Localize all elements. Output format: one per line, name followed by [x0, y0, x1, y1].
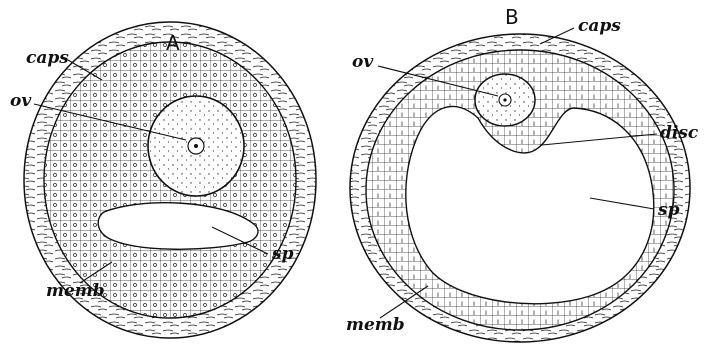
panel-a: A caps ov sp memb [10, 22, 316, 338]
panel-b-nucleolus [503, 98, 506, 101]
panel-a-label-sp: sp [271, 244, 294, 264]
panel-a-nucleolus [194, 144, 198, 148]
panel-b-title: B [505, 5, 519, 29]
panel-a-label-ov: ov [10, 91, 32, 111]
panel-b-label-memb: memb [346, 315, 405, 335]
panel-a-label-caps: caps [26, 48, 69, 68]
panel-b-label-caps: caps [578, 16, 621, 36]
panel-b: B caps ov disc sp memb [346, 5, 699, 342]
panel-b-label-ov: ov [352, 52, 374, 72]
panel-a-title: A [166, 31, 180, 55]
panel-b-label-sp: sp [657, 200, 680, 220]
panel-b-label-disc: disc [660, 123, 699, 143]
panel-a-label-memb: memb [46, 281, 105, 301]
